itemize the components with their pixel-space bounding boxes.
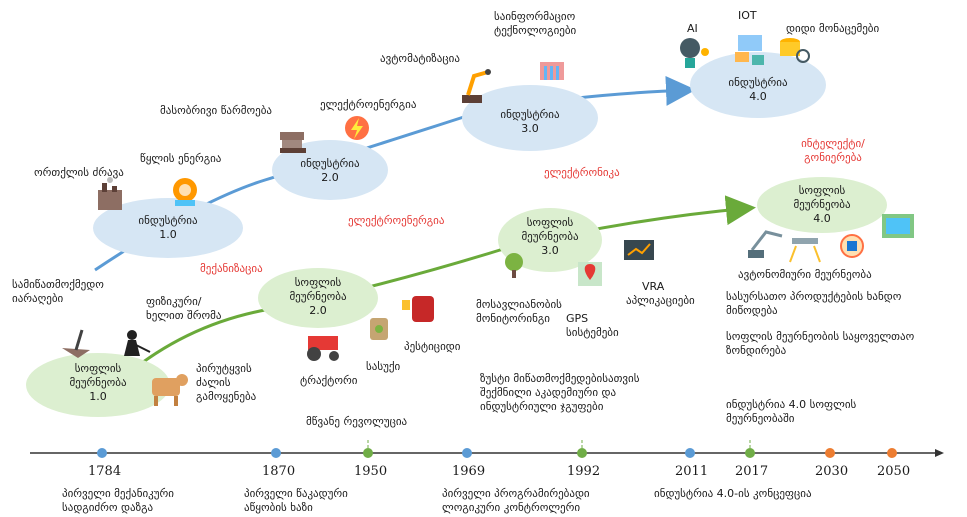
robot-arm-icon bbox=[462, 69, 491, 103]
agriculture-trend-line bbox=[83, 195, 756, 416]
gps-map-icon bbox=[578, 262, 602, 286]
green-revolution-label: მწვანე რევოლუცია bbox=[306, 415, 408, 428]
intelligence-label: ინტელექტი/გონიერება bbox=[801, 137, 865, 164]
tree-icon bbox=[505, 253, 523, 278]
autonomous-farm-label: ავტონომიური მეურნეობა bbox=[738, 268, 872, 281]
year-2050: 2050 bbox=[877, 464, 911, 479]
steam-engine-label: ორთქლის ძრავა bbox=[34, 166, 124, 179]
electricity-mid-label: ელექტროენერგია bbox=[348, 214, 445, 227]
industry40-concept-label: ინდუსტრია 4.0-ის კონცეფცია bbox=[654, 487, 812, 500]
agri-1-ellipse bbox=[26, 353, 170, 417]
assembly-line-icon bbox=[280, 132, 306, 153]
year-2011: 2011 bbox=[675, 464, 709, 479]
dot-2011 bbox=[685, 448, 695, 458]
industry-3-label: ინდუსტრია 3.0 bbox=[480, 108, 580, 136]
tractor-label: ტრაქტორი bbox=[300, 374, 358, 387]
drone-icon bbox=[789, 238, 821, 263]
industry-4-ellipse bbox=[690, 52, 826, 118]
dot-1784 bbox=[97, 448, 107, 458]
industry-3-ellipse bbox=[462, 85, 598, 151]
industry-1-label: ინდუსტრია 1.0 bbox=[118, 214, 218, 242]
industry-4-label: ინდუსტრია 4.0 bbox=[708, 76, 808, 104]
year-1784: 1784 bbox=[88, 464, 122, 479]
mass-production-label: მასობრივი წარმოება bbox=[160, 104, 272, 117]
automation-label: ავტომატიზაცია bbox=[380, 52, 460, 65]
industry-4-version: 4.0 bbox=[749, 90, 767, 103]
industry-1-ellipse bbox=[93, 198, 243, 258]
lightning-icon bbox=[345, 116, 369, 140]
ai-label: AI bbox=[687, 22, 698, 35]
year-1992: 1992 bbox=[567, 464, 601, 479]
water-energy-label: წყლის ენერგია bbox=[140, 152, 222, 165]
year-1969: 1969 bbox=[452, 464, 486, 479]
fertilizer-label: სასუქი bbox=[366, 360, 401, 373]
agri-2-ellipse bbox=[258, 268, 378, 328]
info-tech-icon bbox=[540, 62, 564, 80]
robot-farm-icon bbox=[748, 230, 783, 258]
farmer-icon bbox=[124, 330, 151, 356]
industry-1-title: ინდუსტრია bbox=[138, 214, 198, 227]
pesticide-icon bbox=[402, 296, 434, 322]
electronics-label: ელექტრონიკა bbox=[544, 166, 620, 179]
monitor-icon bbox=[882, 214, 914, 238]
dot-1870 bbox=[271, 448, 281, 458]
dot-1969 bbox=[462, 448, 472, 458]
dot-2030 bbox=[825, 448, 835, 458]
manual-labor-label: ფიზიკური/ხელით შრომა bbox=[146, 295, 222, 322]
smart-field-icon bbox=[840, 234, 864, 258]
industry-2-version: 2.0 bbox=[321, 171, 339, 184]
dot-2050 bbox=[887, 448, 897, 458]
dot-1992 bbox=[577, 448, 587, 458]
electricity-top-label: ელექტროენერგია bbox=[320, 98, 417, 111]
agri-3-ellipse bbox=[498, 208, 602, 272]
industry-3-title: ინდუსტრია bbox=[500, 108, 560, 121]
tractor-icon bbox=[307, 336, 339, 361]
hoe-icon bbox=[62, 329, 90, 358]
industry-1-version: 1.0 bbox=[159, 228, 177, 241]
industry-4-title: ინდუსტრია bbox=[728, 76, 788, 89]
ai-icon bbox=[680, 38, 709, 68]
factory-icon bbox=[98, 177, 122, 210]
fertilizer-icon bbox=[370, 318, 388, 340]
industry-3-version: 3.0 bbox=[521, 122, 539, 135]
water-wheel-icon bbox=[173, 178, 197, 206]
big-data-icon bbox=[780, 38, 810, 63]
iot-icon bbox=[735, 35, 764, 65]
mechanization-label: მექანიზაცია bbox=[200, 262, 263, 275]
industry-2-title: ინდუსტრია bbox=[300, 157, 360, 170]
vra-chart-icon bbox=[624, 240, 654, 260]
pesticide-label: პესტიციდი bbox=[404, 340, 461, 353]
agri-4-ellipse bbox=[757, 177, 887, 233]
dot-2017 bbox=[745, 448, 755, 458]
iot-label: IOT bbox=[738, 9, 757, 22]
ox-icon bbox=[152, 374, 188, 406]
year-2030: 2030 bbox=[815, 464, 849, 479]
year-1950: 1950 bbox=[354, 464, 388, 479]
big-data-label: დიდი მონაცემები bbox=[786, 22, 880, 35]
year-1870: 1870 bbox=[262, 464, 296, 479]
year-2017: 2017 bbox=[735, 464, 769, 479]
dot-1950 bbox=[363, 448, 373, 458]
industry-2-label: ინდუსტრია 2.0 bbox=[280, 157, 380, 185]
industry-2-ellipse bbox=[272, 140, 388, 200]
